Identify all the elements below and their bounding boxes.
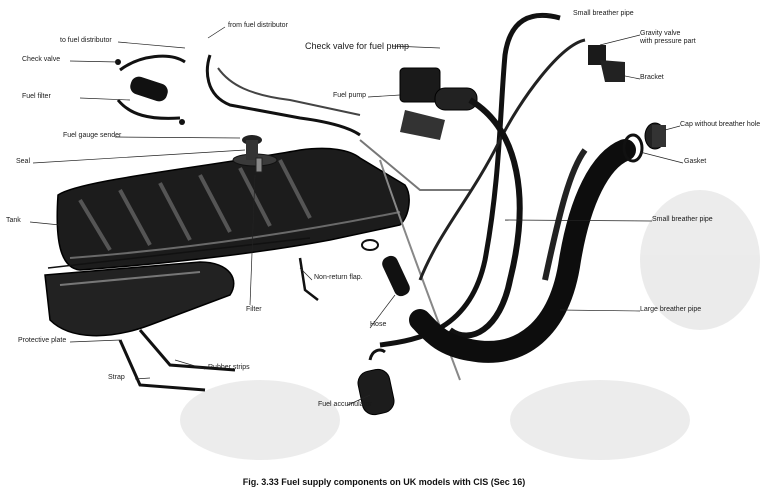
- label-small-breather-pipe-top: Small breather pipe: [573, 10, 634, 17]
- fuel-pump: [399, 67, 478, 140]
- label-gasket: Gasket: [684, 158, 707, 165]
- filler-cap-gasket: [622, 122, 666, 163]
- fuel-filter-assembly: [115, 54, 186, 125]
- label-fuel-filter: Fuel filter: [22, 93, 51, 100]
- label-check-valve-fuel-pump: Check valve for fuel pump: [305, 41, 410, 51]
- label-fuel-accumulator: Fuel accumulator: [318, 401, 372, 408]
- label-tank: Tank: [6, 217, 21, 224]
- label-seal: Seal: [16, 158, 31, 165]
- label-non-return-flap: Non-return flap.: [314, 274, 363, 281]
- label-small-breather-pipe-mid: Small breather pipe: [652, 216, 713, 223]
- label-gravity-valve: Gravity valve with pressure part: [640, 30, 696, 46]
- label-hose: Hose: [370, 321, 387, 328]
- label-filter: Filter: [246, 306, 262, 313]
- fuel-tank: [56, 147, 410, 271]
- label-from-fuel-distributor: from fuel distributor: [228, 22, 288, 29]
- label-check-valve: Check valve: [22, 56, 61, 63]
- label-bracket: Bracket: [640, 74, 664, 81]
- fuel-accumulator: [357, 348, 395, 416]
- hose-assembly: [298, 239, 410, 301]
- figure-caption: Fig. 3.33 Fuel supply components on UK m…: [242, 477, 526, 487]
- fuel-gauge-sender: [242, 135, 263, 173]
- background-texture: [180, 190, 760, 460]
- label-strap: Strap: [108, 374, 125, 381]
- leader-lines: [29, 13, 684, 406]
- protective-plate: [44, 237, 311, 337]
- label-rubber-strips: Rubber strips: [208, 364, 250, 371]
- label-protective-plate: Protective plate: [18, 337, 67, 344]
- label-fuel-gauge-sender: Fuel gauge sender: [63, 132, 122, 139]
- label-large-breather-pipe: Large breather pipe: [640, 306, 702, 313]
- filler-neck: [409, 139, 636, 363]
- label-cap: Cap without breather hole: [680, 121, 761, 128]
- label-to-fuel-distributor: to fuel distributor: [60, 37, 112, 44]
- gravity-valve-bracket: [588, 45, 625, 82]
- tank-strap: [118, 329, 236, 392]
- label-fuel-pump: Fuel pump: [333, 92, 367, 99]
